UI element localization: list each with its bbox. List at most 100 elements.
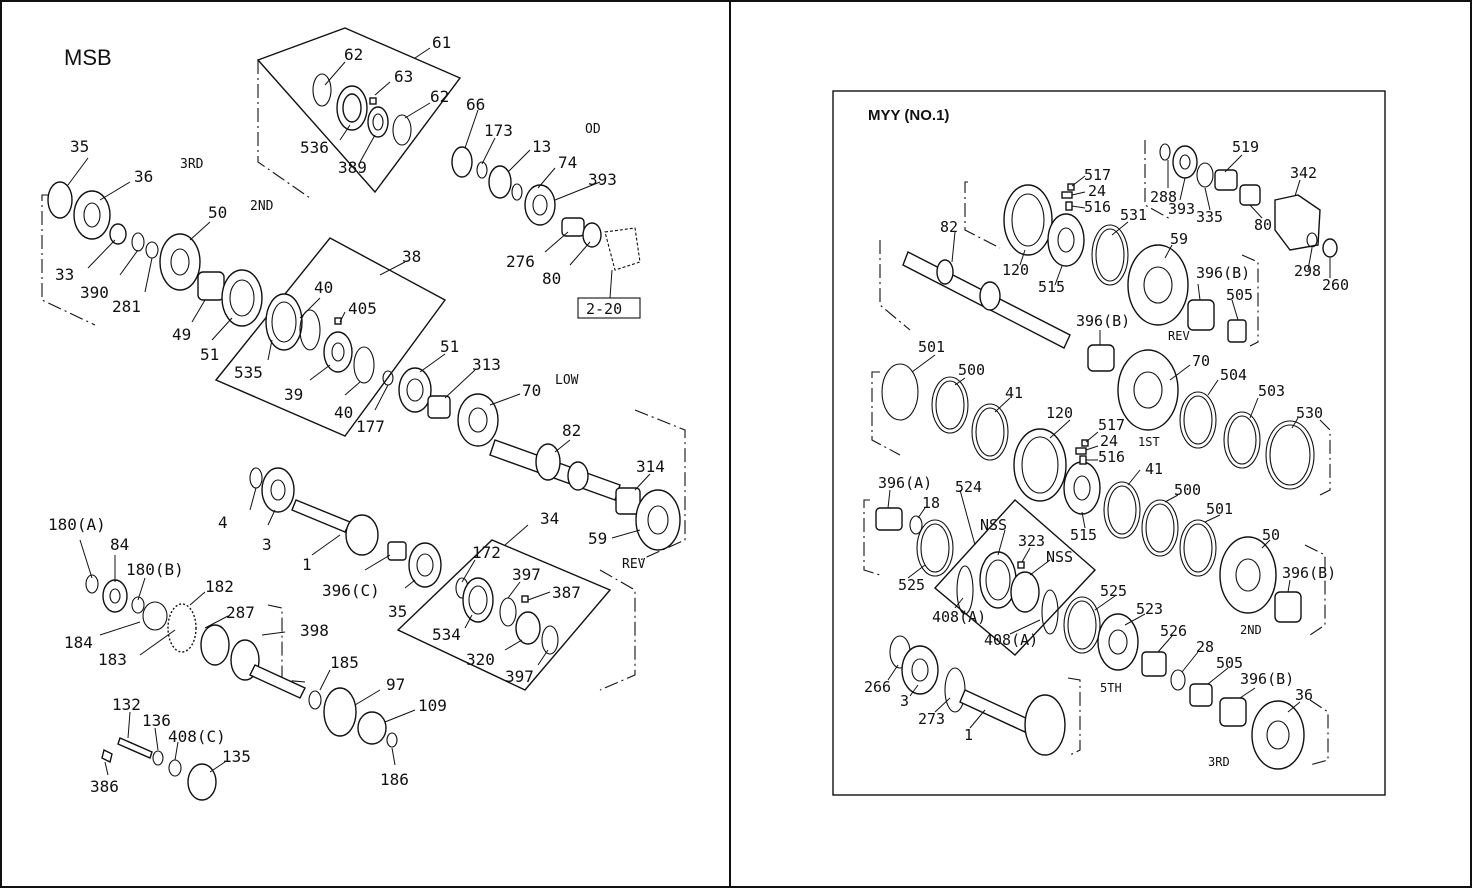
label-5th: 5TH	[1100, 681, 1122, 695]
label-rev: REV	[1168, 329, 1190, 343]
label-389: 389	[338, 158, 367, 177]
label-34: 34	[540, 509, 559, 528]
label-534: 534	[432, 625, 461, 644]
label-24: 24	[1100, 432, 1118, 450]
label-342: 342	[1290, 164, 1317, 182]
label-36: 36	[1295, 686, 1313, 704]
label-516: 516	[1084, 198, 1111, 216]
label-49: 49	[172, 325, 191, 344]
label-82: 82	[562, 421, 581, 440]
inset-frame	[832, 90, 1386, 796]
label-62: 62	[430, 87, 449, 106]
label-185: 185	[330, 653, 359, 672]
label-396b: 396(B)	[1240, 670, 1294, 688]
label-132: 132	[112, 695, 141, 714]
label-41: 41	[1145, 460, 1163, 478]
label-182: 182	[205, 577, 234, 596]
label-50: 50	[1262, 526, 1280, 544]
label-3: 3	[900, 692, 909, 710]
ref-box[interactable]	[577, 297, 641, 319]
label-120: 120	[1002, 261, 1029, 279]
label-501: 501	[1206, 500, 1233, 518]
label-525: 525	[898, 576, 925, 594]
right-panel-title: MYY (NO.1)	[868, 107, 949, 124]
label-288: 288	[1150, 188, 1177, 206]
label-2nd: 2ND	[1240, 623, 1262, 637]
label-397: 397	[505, 667, 534, 686]
label-38: 38	[402, 247, 421, 266]
label-515: 515	[1038, 278, 1065, 296]
label-97: 97	[386, 675, 405, 694]
label-536: 536	[300, 138, 329, 157]
label-535: 535	[234, 363, 263, 382]
label-4: 4	[218, 513, 228, 532]
label-36: 36	[134, 167, 153, 186]
label-70: 70	[1192, 352, 1210, 370]
label-28: 28	[1196, 638, 1214, 656]
label-39: 39	[284, 385, 303, 404]
label-524: 524	[955, 478, 982, 496]
label-396a: 396(A)	[878, 474, 932, 492]
label-396b: 396(B)	[1282, 564, 1336, 582]
label-1: 1	[964, 726, 973, 744]
label-531: 531	[1120, 206, 1147, 224]
label-80: 80	[542, 269, 561, 288]
label-180b: 180(B)	[126, 560, 184, 579]
label-35: 35	[70, 137, 89, 156]
label-35: 35	[388, 602, 407, 621]
label-183: 183	[98, 650, 127, 669]
label-180a: 180(A)	[48, 515, 106, 534]
label-504: 504	[1220, 366, 1247, 384]
kit-box-61	[256, 27, 462, 194]
label-66: 66	[466, 95, 485, 114]
label-33: 33	[55, 265, 74, 284]
label-335: 335	[1196, 208, 1223, 226]
label-135: 135	[222, 747, 251, 766]
label-177: 177	[356, 417, 385, 436]
label-408c: 408(C)	[168, 727, 226, 746]
label-500: 500	[958, 361, 985, 379]
label-501: 501	[918, 338, 945, 356]
label-172: 172	[472, 543, 501, 562]
label-408a: 408(A)	[984, 631, 1038, 649]
label-50: 50	[208, 203, 227, 222]
label-24: 24	[1088, 182, 1106, 200]
label-505: 505	[1226, 286, 1253, 304]
label-396c: 396(C)	[322, 581, 380, 600]
label-84: 84	[110, 535, 129, 554]
label-260: 260	[1322, 276, 1349, 294]
label-516: 516	[1098, 448, 1125, 466]
label-70: 70	[522, 381, 541, 400]
label-1st: 1ST	[1138, 435, 1160, 449]
label-323: 323	[1018, 532, 1045, 550]
label-62: 62	[344, 45, 363, 64]
left-diagram-msb: MSB	[41, 27, 686, 801]
label-184: 184	[64, 633, 93, 652]
label-298: 298	[1294, 262, 1321, 280]
label-396b: 396(B)	[1076, 312, 1130, 330]
label-3rd: 3RD	[180, 157, 204, 172]
kit-box-38	[214, 237, 447, 437]
label-500: 500	[1174, 481, 1201, 499]
label-390: 390	[80, 283, 109, 302]
label-82: 82	[940, 218, 958, 236]
label-523: 523	[1136, 600, 1163, 618]
label-515: 515	[1070, 526, 1097, 544]
label-41: 41	[1005, 384, 1023, 402]
kit-box-524	[933, 499, 1097, 656]
label-40: 40	[314, 278, 333, 297]
right-diagram-myy: MYY (NO.1)	[832, 90, 1386, 796]
label-530: 530	[1296, 404, 1323, 422]
ref-box-label: 2-20	[586, 300, 622, 318]
label-526: 526	[1160, 622, 1187, 640]
label-51: 51	[200, 345, 219, 364]
label-273: 273	[918, 710, 945, 728]
label-120: 120	[1046, 404, 1073, 422]
label-517: 517	[1084, 166, 1111, 184]
label-397: 397	[512, 565, 541, 584]
label-517: 517	[1098, 416, 1125, 434]
kit-box-34	[396, 539, 612, 691]
left-panel-title: MSB	[64, 45, 112, 70]
